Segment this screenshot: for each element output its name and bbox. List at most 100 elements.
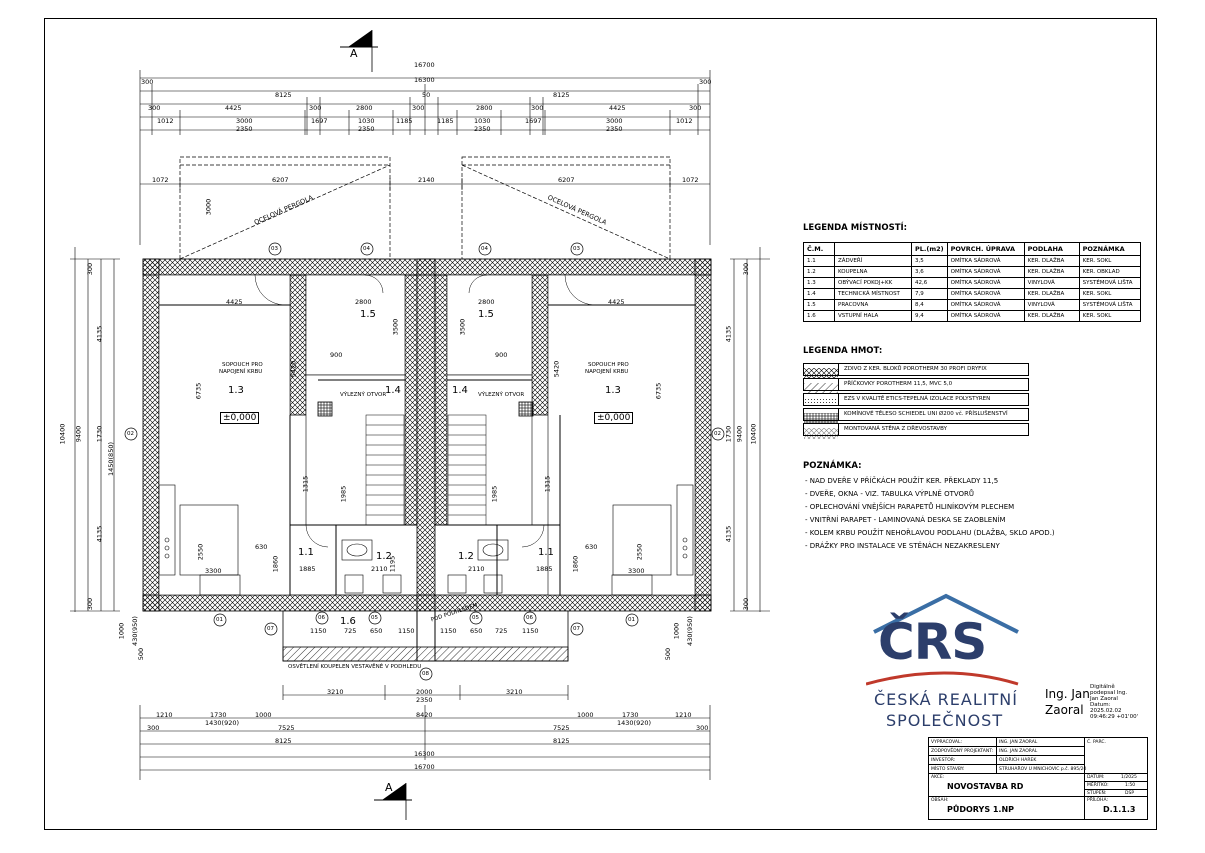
dim-in-1860-l: 1860 xyxy=(271,555,280,573)
table-row: 1.6 VSTUPNÍ HALA 9,4 OMÍTKA SÁDROVÁ KER.… xyxy=(803,310,1142,322)
dim-300-b: 300 xyxy=(309,104,322,112)
room-1-3-right: 1.3 xyxy=(605,385,621,396)
dim-left-300-a: 300 xyxy=(86,262,95,276)
top-dimension-lines xyxy=(139,70,711,245)
swatch-hatch xyxy=(804,379,839,394)
dim-left-1000: 1000 xyxy=(117,622,126,640)
room-1-4-left: 1.4 xyxy=(385,385,401,396)
col-poznamka: POZNÁMKA xyxy=(1078,242,1142,256)
dim-bot-2350: 2350 xyxy=(416,696,433,704)
tb-vypracoval-label: VYPRACOVAL: xyxy=(931,740,962,745)
signature-line-4: Datum: xyxy=(1090,702,1111,708)
legend-rooms-table: Č.M. PL.(m2) POVRCH. ÚPRAVA PODLAHA POZN… xyxy=(803,242,1142,322)
axis-04-right: 04 xyxy=(481,246,488,252)
dim-bot-1430-r: 1430(920) xyxy=(617,719,652,727)
signature-line-1: Digitálně xyxy=(1090,684,1115,690)
legend-hmot-item: ZDIVO Z KER. BLOKŮ POROTHERM 30 PROFI DR… xyxy=(803,363,1029,379)
cell: 3,5 xyxy=(911,255,948,267)
dim-top-half-l: 8125 xyxy=(275,91,292,99)
dim-bot-1210-r: 1210 xyxy=(675,711,692,719)
dim-1697-b: 1697 xyxy=(525,117,542,125)
tb-misto-label: MÍSTO STAVBY: xyxy=(931,767,965,772)
dim-in-2110-r: 2110 xyxy=(468,565,485,573)
dim-top-wall-l: 300 xyxy=(141,78,154,86)
osvetleni-note: OSVĚTLENÍ KOUPELEN VESTAVĚNÉ V PODHLEDU xyxy=(288,664,422,670)
cell: KER. DLAŽBA xyxy=(1023,255,1080,267)
signature-line-6: 09:46:29 +01'00' xyxy=(1090,714,1139,720)
axis-07-right: 07 xyxy=(573,626,580,632)
tb-stupen-value: DSP xyxy=(1125,791,1135,796)
dim-left-9400: 9400 xyxy=(74,425,83,443)
swatch-wood xyxy=(804,424,839,439)
tb-obsah-label: OBSAH: xyxy=(931,798,949,803)
dim-300-e: 300 xyxy=(689,104,702,112)
dim-in-1885-l: 1885 xyxy=(299,565,316,573)
dim-in-4425-r: 4425 xyxy=(608,298,625,306)
col-pl: PL.(m2) xyxy=(911,242,948,256)
dim-in-650-b: 650 xyxy=(470,627,483,635)
dim-right-500: 500 xyxy=(664,647,673,661)
cell: OMÍTKA SÁDROVÁ xyxy=(946,255,1025,267)
signature-name-1: Ing. Jan xyxy=(1045,687,1090,701)
axis-07-left: 07 xyxy=(267,626,274,632)
cell: 1.5 xyxy=(803,299,835,311)
section-a-bottom-label: A xyxy=(385,781,393,794)
tb-vypracoval-value: ING. JAN ZAORAL xyxy=(999,740,1038,745)
legend-rooms-title: LEGENDA MÍSTNOSTÍ: xyxy=(803,223,908,233)
dim-right-10400: 10400 xyxy=(749,423,758,445)
outer-walls xyxy=(142,258,712,612)
dim-in-4425-l: 4425 xyxy=(226,298,243,306)
dim-in-1985-r: 1985 xyxy=(490,485,499,503)
room-1-2-right: 1.2 xyxy=(458,551,474,562)
axis-01-left: 01 xyxy=(216,617,223,623)
section-a-bottom-marker xyxy=(382,783,406,800)
axis-06-left: 06 xyxy=(318,615,325,621)
dim-4425-a: 4425 xyxy=(225,104,242,112)
kitchen xyxy=(158,484,694,596)
dim-bot-300-r: 300 xyxy=(696,724,709,732)
cell: VINYLOVÁ xyxy=(1023,299,1080,311)
bathroom-fixtures xyxy=(341,539,509,594)
table-row: 1.1 ZÁDVEŘÍ 3,5 OMÍTKA SÁDROVÁ KER. DLAŽ… xyxy=(803,255,1142,267)
cell: 1.3 xyxy=(803,277,835,289)
tb-meritko-label: MĚŘÍTKO: xyxy=(1087,783,1109,788)
tb-investor-value: OLDŘICH HAREK xyxy=(999,758,1037,763)
legend-hmot-item: KOMÍNOVÉ TĚLESO SCHIEDEL UNI Ø200 vč. PŘ… xyxy=(803,408,1029,424)
chimney-left xyxy=(317,401,333,417)
axis-02-left: 02 xyxy=(127,431,134,437)
dim-in-2800-r: 2800 xyxy=(478,298,495,306)
room-1-5-right: 1.5 xyxy=(478,309,494,320)
dim-in-3300-r: 3300 xyxy=(628,567,645,575)
vylez-right: VÝLEZNÝ OTVOR xyxy=(478,392,525,398)
tb-meritko-value: 1:50 xyxy=(1125,783,1136,788)
chimney-right xyxy=(518,401,534,417)
dim-right-4135-a: 4135 xyxy=(724,325,733,343)
dim-in-900-l: 900 xyxy=(330,351,343,359)
cell: KER. SOKL xyxy=(1078,288,1142,300)
axis-01-right: 01 xyxy=(628,617,635,623)
cell: KOUPELNA xyxy=(834,266,912,278)
dim-right-1000: 1000 xyxy=(672,622,681,640)
dim-bot-16700: 16700 xyxy=(414,763,435,771)
dim-1697-a: 1697 xyxy=(311,117,328,125)
title-block: VYPRACOVAL: ING. JAN ZAORAL ZODPOVĚDNÝ P… xyxy=(928,737,1148,820)
dim-300-c: 300 xyxy=(412,104,425,112)
dim-in-1150-c: 1150 xyxy=(440,627,457,635)
tb-priloha-value: D.1.1.3 xyxy=(1103,805,1136,814)
section-a-top-label: A xyxy=(350,47,358,60)
axis-markers xyxy=(124,242,725,681)
cell: TECHNICKÁ MÍSTNOST xyxy=(834,288,912,300)
cell: SYSTÉMOVÁ LIŠTA xyxy=(1078,299,1142,311)
dim-top-inner: 16300 xyxy=(414,76,435,84)
dim-in-900-r: 900 xyxy=(495,351,508,359)
dim-in-650-a: 650 xyxy=(370,627,383,635)
room-1-5-left: 1.5 xyxy=(360,309,376,320)
dim-left-1730: 1730 xyxy=(95,425,104,443)
side-dimension-lines xyxy=(70,247,770,612)
dim-left-300-b: 300 xyxy=(86,597,95,611)
axis-03-left: 03 xyxy=(271,246,278,252)
crs-logo-line2: SPOLEČNOST xyxy=(886,711,1004,730)
cell: 1.1 xyxy=(803,255,835,267)
dim-bot-300-l: 300 xyxy=(147,724,160,732)
dim-perg-1072-b: 1072 xyxy=(682,176,699,184)
